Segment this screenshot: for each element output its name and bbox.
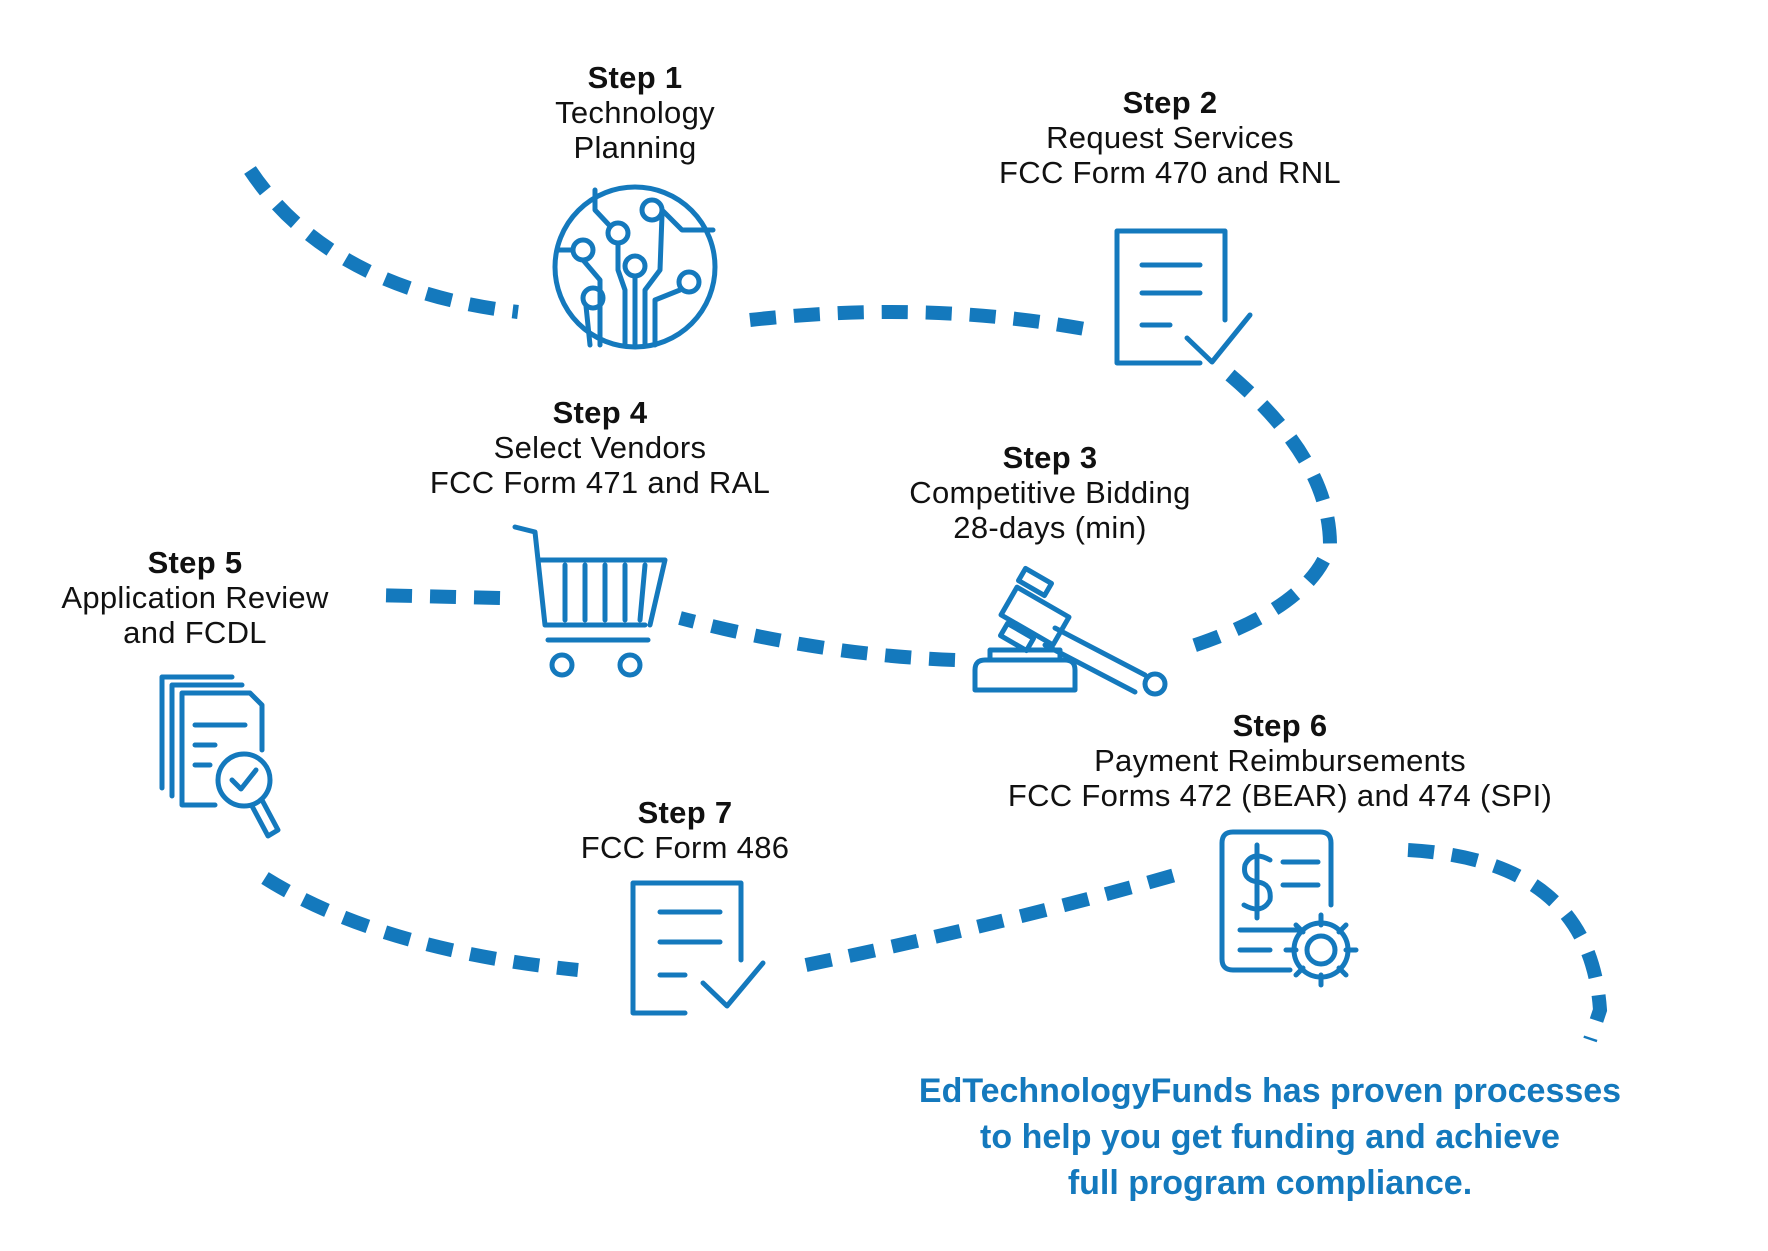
- gavel-icon: [972, 565, 1168, 697]
- tagline-line: to help you get funding and achieve: [980, 1118, 1560, 1156]
- document-check-icon-step-7: [630, 880, 766, 1016]
- tagline-line: full program compliance.: [1067, 1164, 1473, 1202]
- step-7-label: Step 7 FCC Form 486: [560, 795, 810, 865]
- path-segment-4-5: [371, 588, 501, 605]
- path-segment-1-2: [749, 305, 1092, 337]
- step-line: Application Review: [61, 580, 329, 615]
- path-segment-3-4: [678, 611, 956, 667]
- path-segment-start: [244, 166, 519, 319]
- step-title: Step 6: [1232, 708, 1328, 743]
- document-search-icon: [159, 674, 281, 839]
- step-title: Step 2: [1122, 85, 1218, 120]
- step-title: Step 7: [637, 795, 733, 830]
- step-6-label: Step 6 Payment Reimbursements FCC Forms …: [1000, 708, 1560, 813]
- document-check-icon-step-2: [1114, 228, 1253, 366]
- tagline-line: EdTechnologyFunds has proven processes: [918, 1072, 1622, 1110]
- step-3-label: Step 3 Competitive Bidding 28-days (min): [880, 440, 1220, 545]
- invoice-gear-icon: [1219, 829, 1359, 988]
- path-segment-7-6: [804, 868, 1177, 972]
- step-line: and FCDL: [123, 615, 267, 650]
- path-segment-2-3: [1177, 369, 1338, 657]
- step-line: Planning: [573, 130, 697, 165]
- step-title: Step 5: [147, 545, 243, 580]
- step-title: Step 3: [1002, 440, 1098, 475]
- step-line: Competitive Bidding: [909, 475, 1191, 510]
- step-line: 28-days (min): [953, 510, 1147, 545]
- step-line: Request Services: [1046, 120, 1294, 155]
- shopping-cart-icon: [512, 524, 668, 678]
- step-title: Step 4: [552, 395, 648, 430]
- dotted-path: [244, 166, 1608, 1043]
- tagline: EdTechnologyFunds has proven processes t…: [870, 1068, 1670, 1206]
- step-2-label: Step 2 Request Services FCC Form 470 and…: [960, 85, 1380, 190]
- step-title: Step 1: [587, 60, 683, 95]
- step-5-label: Step 5 Application Review and FCDL: [40, 545, 350, 650]
- step-line: Select Vendors: [493, 430, 707, 465]
- step-4-label: Step 4 Select Vendors FCC Form 471 and R…: [410, 395, 790, 500]
- step-1-label: Step 1 Technology Planning: [515, 60, 755, 165]
- circuit-circle-icon: [552, 184, 718, 350]
- step-line: Technology: [555, 95, 715, 130]
- step-line: FCC Form 486: [580, 830, 790, 865]
- path-segment-6-end: [1407, 843, 1608, 1043]
- path-segment-5-7: [261, 872, 579, 977]
- step-line: FCC Form 471 and RAL: [429, 465, 771, 500]
- step-line: FCC Form 470 and RNL: [999, 155, 1341, 190]
- step-line: FCC Forms 472 (BEAR) and 474 (SPI): [1007, 778, 1553, 813]
- step-line: Payment Reimbursements: [1094, 743, 1466, 778]
